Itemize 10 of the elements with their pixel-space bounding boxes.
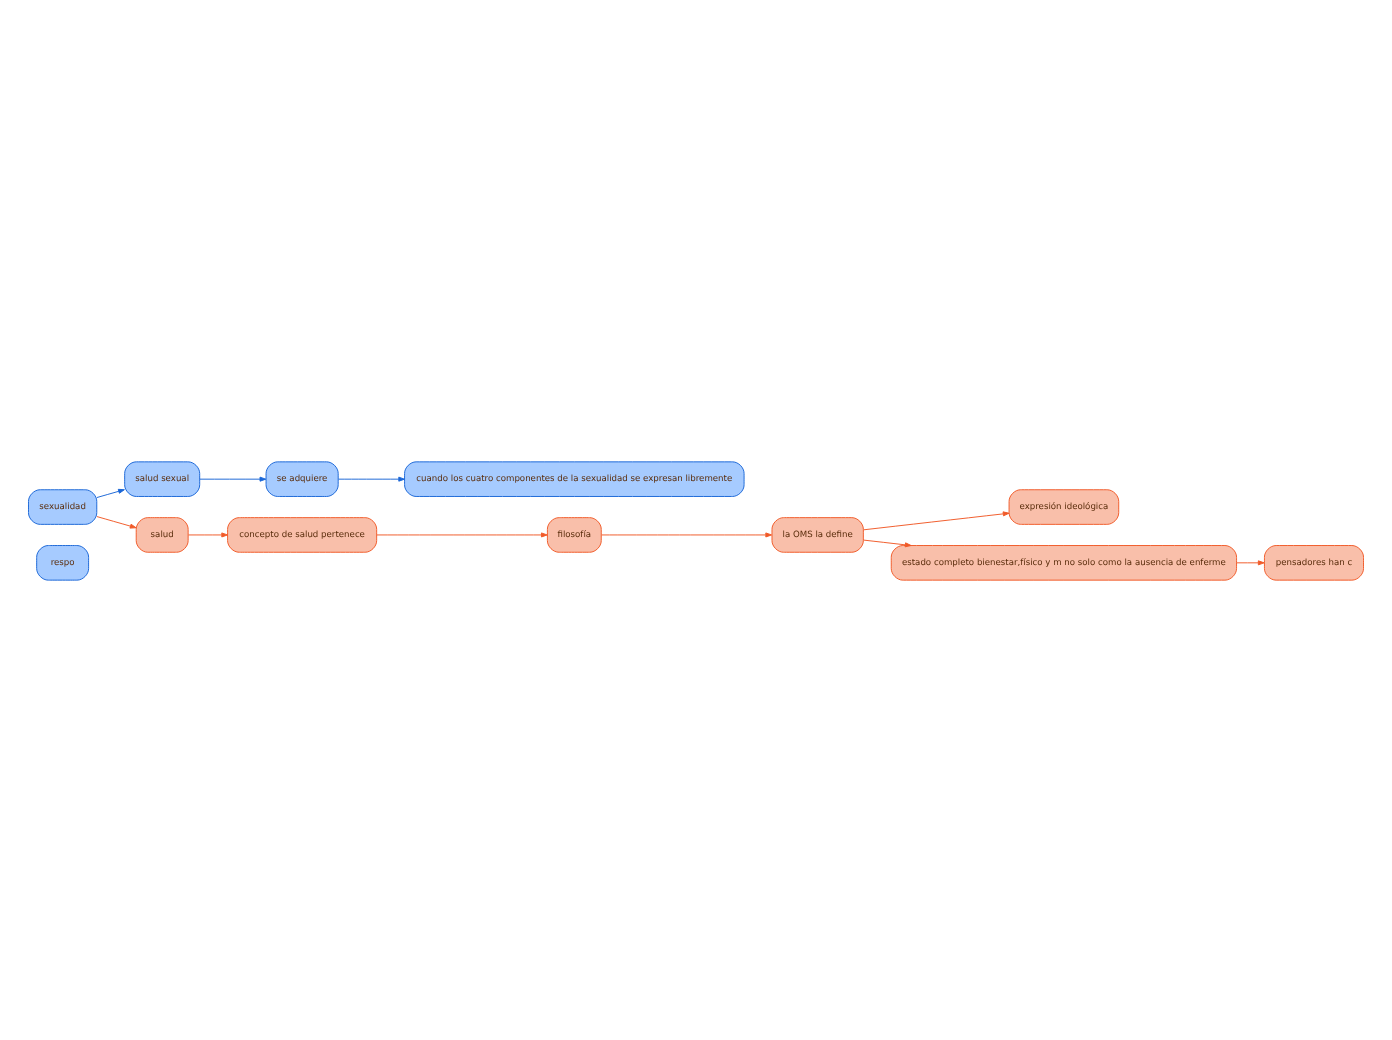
arrow (188, 531, 229, 537)
arrow (862, 510, 1010, 530)
arrow (601, 531, 773, 537)
arrow (337, 475, 406, 481)
arrow (96, 515, 137, 528)
arrow (199, 475, 267, 481)
arrow (376, 531, 548, 537)
arrow (1236, 559, 1265, 565)
arrow (96, 487, 125, 497)
arrow (862, 538, 912, 547)
